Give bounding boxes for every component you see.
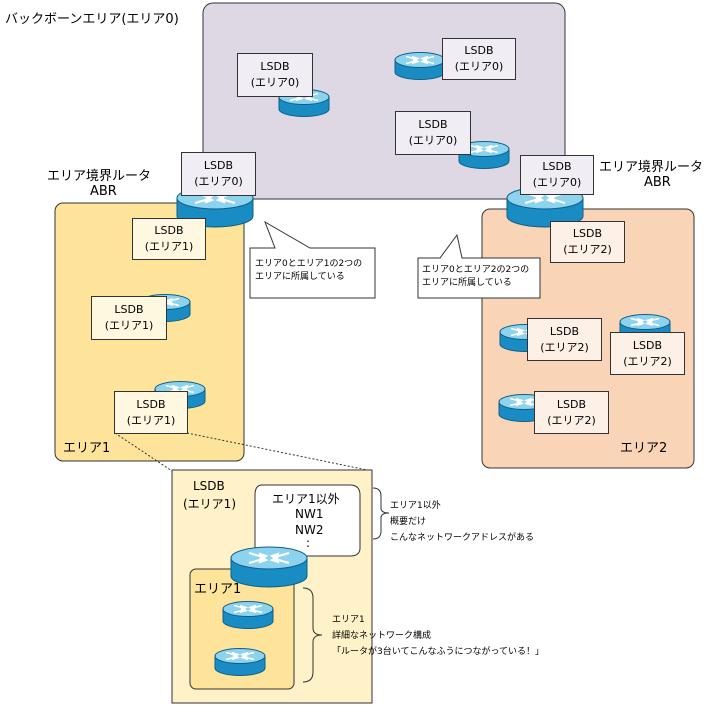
area1-title: エリア1 <box>63 441 111 456</box>
area2-title: エリア2 <box>620 441 668 456</box>
lsdb-title: LSDB <box>260 60 290 73</box>
zoom-line-left <box>114 432 173 472</box>
lsdb-box: LSDB (エリア0) <box>395 111 471 155</box>
lsdb-subtitle: (エリア0) <box>532 176 582 189</box>
lsdb-subtitle: (エリア0) <box>454 60 504 73</box>
lsdb-subtitle: (エリア2) <box>623 354 672 368</box>
router-icon <box>394 51 446 81</box>
lsdb-subtitle: (エリア0) <box>250 76 300 89</box>
lsdb-subtitle: (エリア0) <box>194 175 243 188</box>
note-outside-line3: こんなネットワークアドレスがある <box>390 533 535 543</box>
note-outside-line2: 概要だけ <box>390 517 427 527</box>
lsdb-box: LSDB (エリア2) <box>610 332 685 375</box>
callout-right-bubble <box>417 233 541 299</box>
summary-bubble <box>254 484 361 557</box>
bracket-inside <box>302 587 323 683</box>
lsdb-subtitle: (エリア1) <box>126 413 176 427</box>
lsdb-title: LSDB <box>542 160 572 173</box>
bracket-outside <box>372 487 390 540</box>
note-inside-line2: 詳細なネットワーク構成 <box>332 631 432 641</box>
callout-left: エリア0とエリア1の2つの エリアに所属している <box>255 258 362 284</box>
summary-nw2: NW2 <box>295 523 324 537</box>
callout-right-line2: エリアに所属している <box>422 278 512 288</box>
router-icon <box>222 600 274 630</box>
lsdb-subtitle: (エリア2) <box>563 243 612 256</box>
lsdb-box: LSDB (エリア1) <box>91 296 167 340</box>
lsdb-subtitle: (エリア0) <box>408 134 458 147</box>
lsdb-title: LSDB <box>572 227 603 240</box>
lsdb-title: LSDB <box>464 44 494 57</box>
backbone-area-title: バックボーンエリア(エリア0) <box>5 12 179 27</box>
abr-right-sublabel: ABR <box>644 175 671 190</box>
zoom-lsdb-subtitle: (エリア1) <box>183 497 236 511</box>
lsdb-box: LSDB (エリア0) <box>237 53 313 97</box>
callout-left-bubble <box>249 220 376 299</box>
callout-left-line1: エリア0とエリア1の2つの <box>255 259 363 269</box>
lsdb-box: LSDB (エリア0) <box>181 152 256 196</box>
lsdb-title: LSDB <box>136 397 166 411</box>
summary-nw1: NW1 <box>295 507 324 521</box>
note-inside-area1: エリア1 詳細なネットワーク構成 「ルータが3台いてこんなふうにつながっている！… <box>332 612 544 660</box>
lsdb-title: LSDB <box>632 338 663 352</box>
abr-right-label: エリア境界ルータ <box>599 160 704 175</box>
lsdb-subtitle: (エリア1) <box>144 240 194 253</box>
lsdb-title: LSDB <box>203 159 234 172</box>
note-inside-line1: エリア1 <box>332 615 365 625</box>
summary-title: エリア1以外 <box>272 492 340 506</box>
lsdb-box: LSDB (エリア1) <box>114 391 188 434</box>
lsdb-box: LSDB (エリア1) <box>132 218 206 260</box>
summary-dots: : <box>306 536 311 550</box>
lsdb-box: LSDB (エリア2) <box>550 221 625 263</box>
callout-right: エリア0とエリア2の2つの エリアに所属している <box>422 264 529 290</box>
note-inside-line3: 「ルータが3台いてこんなふうにつながっている！」 <box>332 647 545 657</box>
abr-left-sublabel: ABR <box>90 184 117 199</box>
lsdb-box: LSDB (エリア0) <box>442 38 516 80</box>
router-icon <box>214 647 266 677</box>
zoom-line-right <box>186 432 373 472</box>
note-outside-area1: エリア1以外 概要だけ こんなネットワークアドレスがある <box>390 498 534 546</box>
note-outside-line1: エリア1以外 <box>390 501 441 511</box>
abr-left-label: エリア境界ルータ <box>47 169 152 184</box>
lsdb-box: LSDB (エリア2) <box>527 318 602 361</box>
lsdb-title: LSDB <box>114 303 144 316</box>
callout-left-line2: エリアに所属している <box>255 272 345 282</box>
callout-right-line1: エリア0とエリア2の2つの <box>422 265 530 275</box>
zoom-abr-router-icon <box>230 546 308 588</box>
zoom-area1-title: エリア1 <box>194 582 242 597</box>
lsdb-box: LSDB (エリア2) <box>534 391 609 434</box>
lsdb-subtitle: (エリア1) <box>104 319 154 332</box>
lsdb-subtitle: (エリア2) <box>547 413 596 427</box>
lsdb-title: LSDB <box>418 118 448 131</box>
lsdb-title: LSDB <box>549 324 580 338</box>
lsdb-title: LSDB <box>556 397 587 411</box>
lsdb-box: LSDB (エリア0) <box>520 155 594 195</box>
lsdb-subtitle: (エリア2) <box>540 340 589 354</box>
backbone-area-region <box>202 2 566 200</box>
lsdb-title: LSDB <box>154 224 184 237</box>
zoom-lsdb-title: LSDB <box>193 479 225 493</box>
